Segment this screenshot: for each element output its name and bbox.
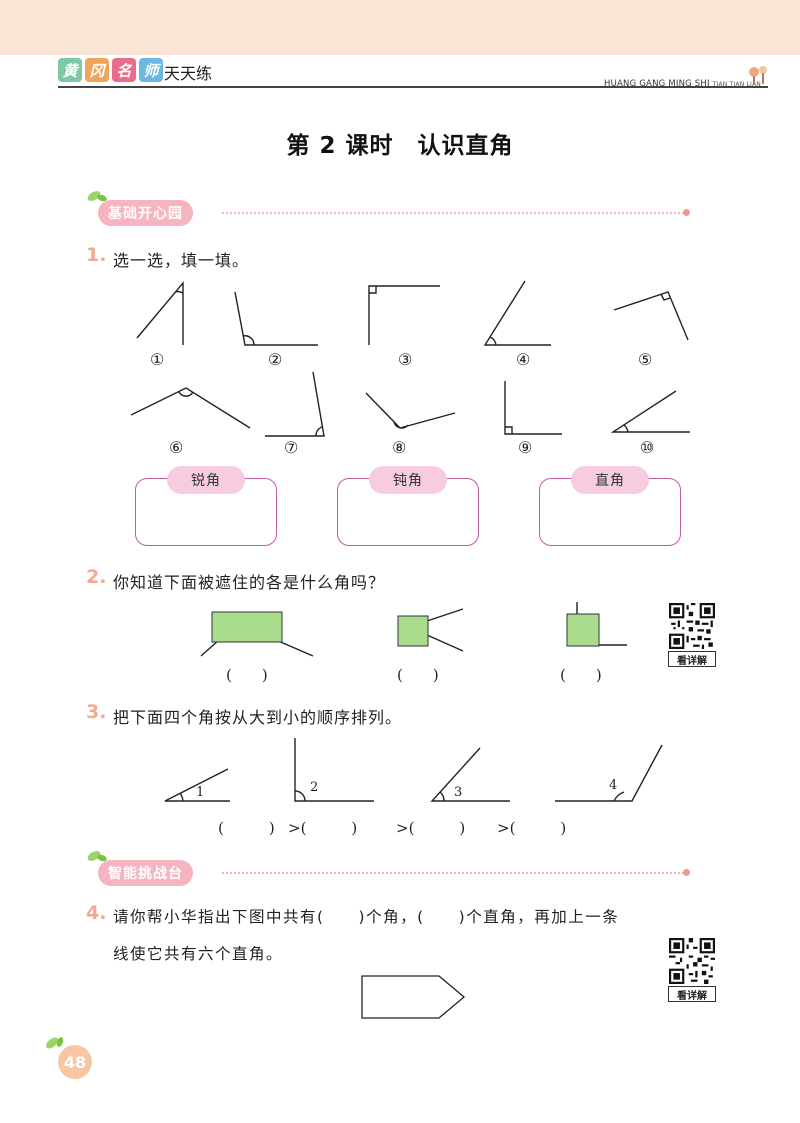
q2-number: 2. — [86, 566, 107, 588]
q1-number: 1. — [86, 244, 107, 266]
q1-label-8: ⑧ — [392, 438, 407, 457]
q3-order-3[interactable]: >( ) — [396, 819, 466, 837]
section-basic-pill: 基础开心园 — [98, 200, 193, 226]
q1-label-2: ② — [268, 350, 283, 369]
tag-acute: 锐角 — [167, 466, 245, 494]
header-subtitle: 天天练 — [164, 64, 213, 83]
qr-code-icon[interactable] — [669, 603, 715, 649]
header-rule — [58, 86, 768, 88]
qr-caption: 看详解 — [668, 651, 716, 667]
section-challenge-dots — [222, 872, 684, 874]
q2-answer-1[interactable]: ( ) — [226, 666, 268, 684]
section-basic-dot-end — [683, 209, 690, 216]
q1-label-4: ④ — [516, 350, 531, 369]
q2-answer-2[interactable]: ( ) — [397, 666, 439, 684]
q3-order-4[interactable]: >( ) — [497, 819, 567, 837]
leaf-icon — [87, 191, 107, 202]
q4-text-line1: 请你帮小华指出下图中共有( )个角，( )个直角，再加上一条 — [113, 908, 620, 926]
header-english-main: HUANG GANG MING SHI — [604, 79, 710, 89]
q1-label-5: ⑤ — [638, 350, 653, 369]
q3-angle-label-1: 1 — [196, 785, 205, 800]
leaf-icon — [87, 851, 107, 862]
section-basic-dots — [222, 212, 684, 214]
q1-label-9: ⑨ — [518, 438, 533, 457]
tree-icon — [749, 66, 767, 84]
q1-label-10: ⑩ — [640, 438, 655, 457]
brand-char-3: 名 — [112, 58, 136, 82]
q1-label-6: ⑥ — [169, 438, 184, 457]
q3-angle-label-4: 4 — [609, 778, 618, 793]
qr-code-icon-2[interactable] — [669, 938, 715, 984]
brand-logo: 黄 冈 名 师 — [58, 58, 163, 84]
q2-text: 你知道下面被遮住的各是什么角吗？ — [113, 573, 386, 592]
q4-number: 4. — [86, 902, 107, 924]
q3-number: 3. — [86, 701, 107, 723]
tag-right: 直角 — [571, 466, 649, 494]
qr-caption-2: 看详解 — [668, 986, 716, 1002]
q1-label-3: ③ — [398, 350, 413, 369]
leaf-icon — [46, 1037, 64, 1049]
tag-obtuse: 钝角 — [369, 466, 447, 494]
section-challenge-dot-end — [683, 869, 690, 876]
brand-char-2: 冈 — [85, 58, 109, 82]
q1-text: 选一选，填一填。 — [113, 251, 250, 270]
brand-char-4: 师 — [139, 58, 163, 82]
q2-answer-3[interactable]: ( ) — [560, 666, 602, 684]
q3-angle-label-3: 3 — [454, 785, 463, 800]
q3-text: 把下面四个角按从大到小的顺序排列。 — [113, 708, 403, 727]
q4-text-line2: 线使它共有六个直角。 — [113, 945, 284, 963]
header-english-sub: TIAN TIAN LIAN — [712, 81, 761, 88]
q1-label-7: ⑦ — [284, 438, 299, 457]
section-challenge-pill: 智能挑战台 — [98, 860, 193, 886]
q3-order-2[interactable]: >( ) — [288, 819, 358, 837]
q1-label-1: ① — [150, 350, 165, 369]
header-english: HUANG GANG MING SHI TIAN TIAN LIAN — [604, 79, 761, 89]
lesson-title: 第 2 课时 认识直角 — [286, 133, 514, 159]
brand-char-1: 黄 — [58, 58, 82, 82]
q3-order-1[interactable]: ( ) — [218, 819, 275, 837]
page-number: 48 — [58, 1045, 92, 1079]
q3-angle-label-2: 2 — [310, 780, 319, 795]
